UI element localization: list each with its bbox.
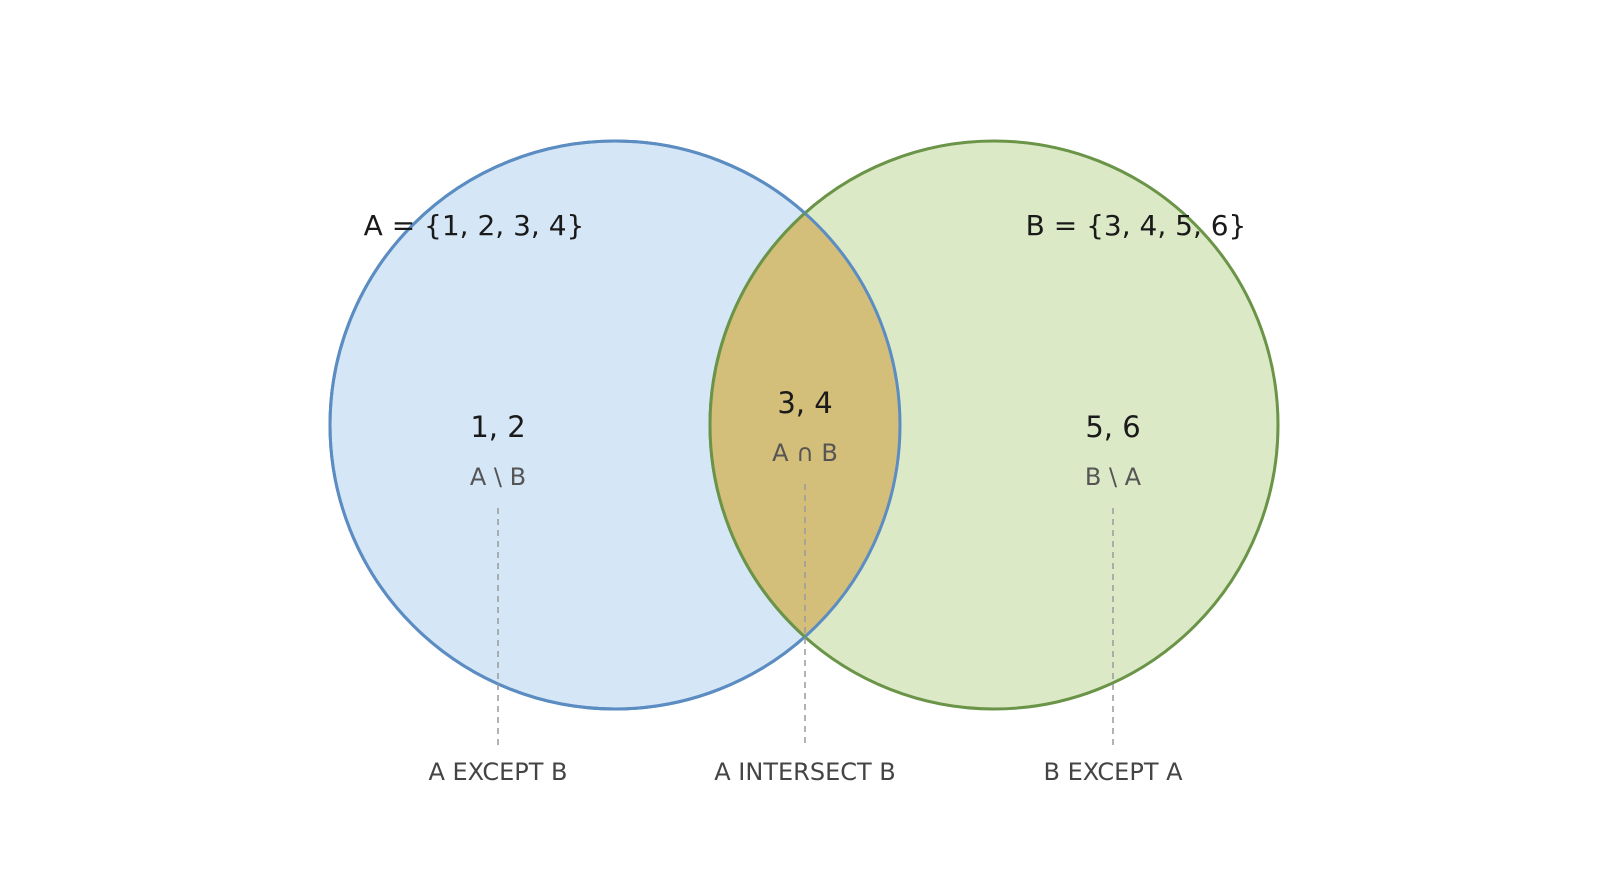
set-b-outline	[708, 141, 900, 709]
b-except-a-label: B EXCEPT A	[1043, 758, 1183, 786]
b-only-notation: B \ A	[1085, 463, 1142, 491]
intersection-region	[710, 141, 900, 709]
b-only-values: 5, 6	[1085, 410, 1140, 444]
set-a-definition: A = {1, 2, 3, 4}	[364, 209, 585, 242]
a-except-b-label: A EXCEPT B	[428, 758, 567, 786]
intersection-notation: A ∩ B	[772, 439, 838, 467]
set-b-definition: B = {3, 4, 5, 6}	[1026, 209, 1247, 242]
a-only-notation: A \ B	[470, 463, 526, 491]
a-only-values: 1, 2	[470, 410, 525, 444]
a-intersect-b-label: A INTERSECT B	[714, 758, 896, 786]
set-a-outline	[328, 139, 902, 711]
intersection-values: 3, 4	[777, 386, 832, 420]
